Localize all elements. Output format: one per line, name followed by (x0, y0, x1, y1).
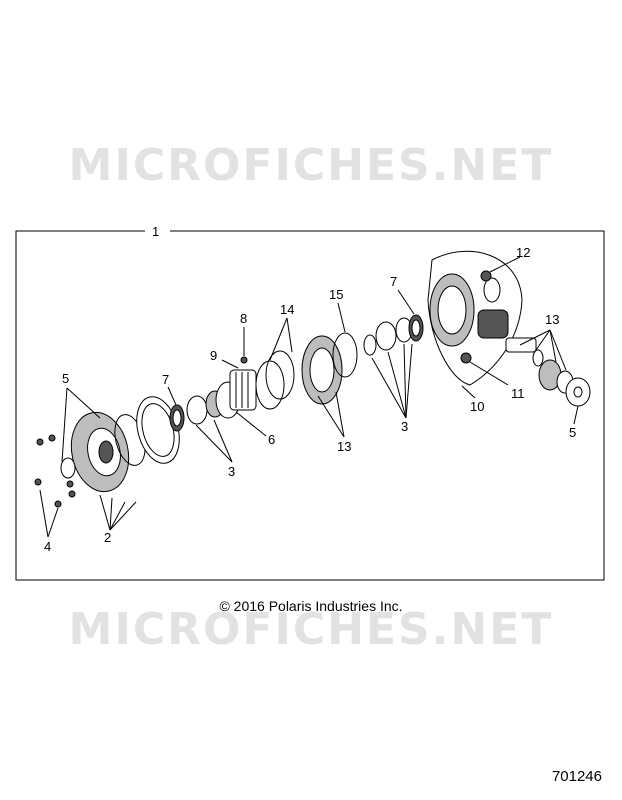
watermark-bottom: MICROFICHES.NET (68, 604, 554, 655)
callout-15: 15 (329, 287, 343, 302)
callout-4: 4 (44, 539, 51, 554)
callout-8: 8 (240, 311, 247, 326)
callout-labels: 1 5 4 2 7 3 6 9 8 14 15 13 3 7 12 10 11 … (44, 224, 576, 554)
part-ring-gear (301, 332, 358, 405)
callout-9: 9 (210, 348, 217, 363)
callout-2: 2 (104, 530, 111, 545)
callout-1: 1 (152, 224, 159, 239)
callout-7-left: 7 (162, 372, 169, 387)
part-fittings (460, 270, 492, 364)
part-clutch-cage (215, 350, 295, 419)
callout-6: 6 (268, 432, 275, 447)
callout-3-right: 3 (401, 419, 408, 434)
part-cover-plate (60, 411, 130, 493)
part-seal-bearing-right (363, 314, 424, 356)
callout-12: 12 (516, 245, 530, 260)
callout-14: 14 (280, 302, 294, 317)
leader-lines (39, 256, 579, 538)
watermark-top: MICROFICHES.NET (68, 140, 554, 191)
part-fasteners (34, 434, 76, 508)
callout-11: 11 (511, 386, 525, 401)
callout-10: 10 (470, 399, 484, 414)
part-gaskets (114, 396, 180, 466)
part-housing (427, 250, 523, 386)
callout-7-right: 7 (390, 274, 397, 289)
diagram-frame (15, 230, 605, 581)
callout-13-right: 13 (545, 312, 559, 327)
document-number: 701246 (551, 768, 602, 785)
copyright-text: © 2016 Polaris Industries Inc. (219, 598, 403, 614)
part-seal-bearing-left (169, 390, 225, 432)
callout-3-left: 3 (228, 464, 235, 479)
callout-5-left: 5 (62, 371, 69, 386)
callout-5-right: 5 (569, 425, 576, 440)
part-output-shaft (505, 337, 591, 407)
callout-13-mid: 13 (337, 439, 351, 454)
